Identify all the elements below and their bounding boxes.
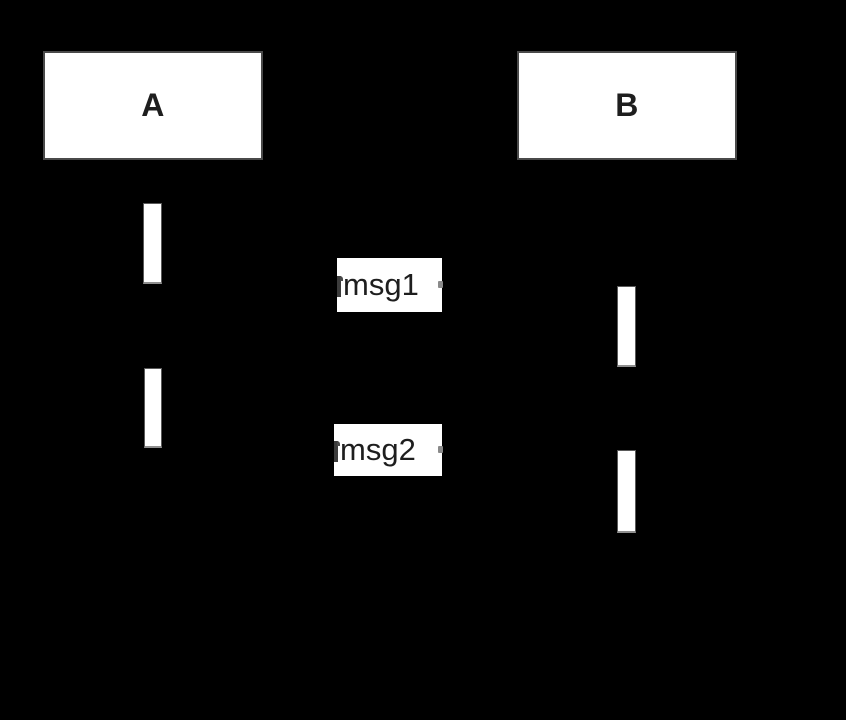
message-1-label: msg1	[337, 258, 442, 312]
message-2-text: msg2	[340, 432, 416, 467]
message-2-label: msg2	[334, 424, 442, 476]
lifeline-b	[625, 160, 627, 705]
participant-b-box: B	[517, 51, 737, 160]
participant-b-label: B	[615, 87, 639, 123]
activation-bar-b-1	[617, 286, 636, 367]
activation-bar-a-1	[143, 203, 162, 284]
participant-a-box: A	[43, 51, 263, 160]
activation-bar-a-2	[144, 368, 162, 448]
clipped-glyph-artifact	[334, 440, 340, 462]
participant-a-label: A	[141, 87, 165, 123]
message-1-text: msg1	[343, 267, 419, 302]
activation-bar-b-2	[617, 450, 636, 533]
arrowhead-artifact-2	[438, 446, 443, 453]
arrowhead-artifact-1	[438, 281, 443, 288]
clipped-glyph-artifact	[337, 275, 343, 297]
